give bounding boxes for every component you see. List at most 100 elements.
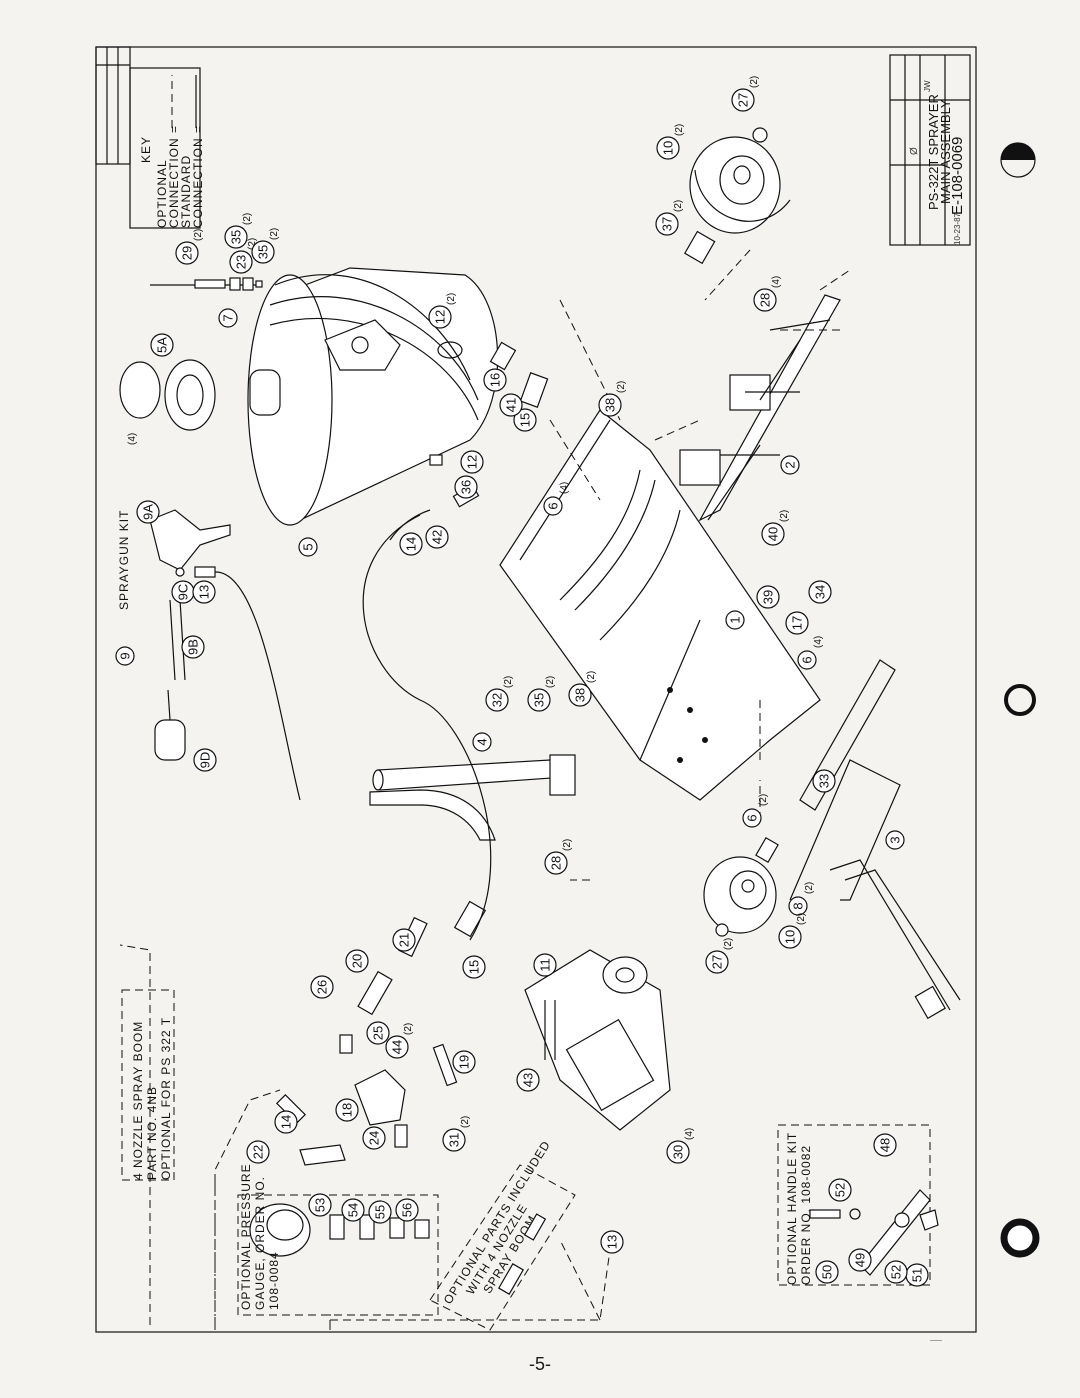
callout-circle [513, 408, 537, 432]
binder-hole-middle [1004, 684, 1036, 716]
callout-circle [385, 1035, 409, 1059]
callout-circle [725, 610, 745, 630]
callout-number: 38 [573, 688, 588, 702]
callout-54: 54 [341, 1198, 365, 1222]
callout-9A: 9A [136, 500, 160, 524]
callout-15: 15 [513, 408, 537, 432]
spraygun-kit-label: SPRAYGUN KIT [117, 510, 131, 610]
callout-circle [516, 1068, 540, 1092]
key-box: KEY OPTIONAL CONNECTION = STANDARD CONNE… [129, 67, 205, 229]
stamp-mark: —— [930, 1338, 942, 1344]
callout-27b: 27(2) [705, 938, 734, 974]
callout-circle [812, 769, 836, 793]
callout-circle [395, 1198, 419, 1222]
pressure-gauge-line-3: 108-0084 [267, 1251, 281, 1310]
callout-circle [527, 688, 551, 712]
key-standard-1: STANDARD [179, 155, 193, 228]
drawn-by: JW [923, 80, 932, 92]
callout-number: 14 [404, 537, 419, 551]
callout-number: 15 [518, 413, 533, 427]
callout-number: 41 [504, 398, 519, 412]
callout-32: 32(2) [485, 676, 514, 712]
callout-27: 27(2) [731, 76, 760, 112]
callout-qty: (2) [804, 882, 815, 894]
callout-qty: (2) [673, 200, 684, 212]
callout-28: 28(4) [753, 276, 782, 312]
key-standard-2: CONNECTION = [191, 125, 205, 228]
callout-circle [224, 225, 248, 249]
callout-number: 28 [758, 293, 773, 307]
callout-3: 3 [885, 830, 905, 850]
callout-39: 39 [756, 585, 780, 609]
callout-circle [472, 732, 492, 752]
pressure-gauge-line-1: OPTIONAL PRESSURE [239, 1163, 253, 1310]
title-block: PS-322T SPRAYER MAIN ASSEMBLY E-108-0069… [889, 54, 971, 246]
callout-10b: 10(2) [778, 913, 807, 949]
callout-qty: (4) [771, 276, 782, 288]
callout-53: 53 [308, 1193, 332, 1217]
callout-qty: (2) [796, 913, 807, 925]
callout-circle [785, 611, 809, 635]
callout-5: 5 [298, 537, 318, 557]
callout-33: 33 [812, 769, 836, 793]
callout-number: 12 [465, 455, 480, 469]
handle-kit-line-1: OPTIONAL HANDLE KIT [785, 1132, 799, 1285]
callout-circle [815, 1260, 839, 1284]
drawing-number: E-108-0069 [949, 137, 966, 215]
callout-qty: (2) [403, 1023, 414, 1035]
callout-circle [192, 580, 216, 604]
callout-qty: (2) [674, 124, 685, 136]
spray-boom-line-2: PART NO. 4NB [145, 1086, 159, 1180]
callout-circle [544, 851, 568, 875]
callout-circle [399, 532, 423, 556]
callout-38: 38(2) [598, 381, 627, 417]
callout-number: 42 [430, 530, 445, 544]
callout-circle [485, 688, 509, 712]
callout-number: 49 [853, 1253, 868, 1267]
callout-number: 52 [889, 1265, 904, 1279]
callout-number: 12 [433, 310, 448, 324]
callout-41: 41 [499, 393, 523, 417]
callout-circle [761, 522, 785, 546]
callout-number: 10 [661, 141, 676, 155]
callout-number: 55 [373, 1205, 388, 1219]
callout-qty: (2) [446, 293, 457, 305]
tank-assembly [119, 267, 549, 526]
callout-number: 16 [488, 373, 503, 387]
callout-circle [246, 1140, 270, 1164]
pressure-gauge-box: OPTIONAL PRESSURE GAUGE, ORDER NO. 108-0… [237, 1163, 439, 1316]
callout-circle [742, 808, 762, 828]
callout-qty: (2) [193, 229, 204, 241]
handle-kit-box: OPTIONAL HANDLE KIT ORDER NO. 108-0082 [777, 1124, 939, 1286]
callout-circle [778, 925, 802, 949]
callout-qty: (2) [749, 76, 760, 88]
binder-hole-bottom [1000, 1218, 1040, 1258]
callout-qty: (4) [559, 482, 570, 494]
callout-number: 21 [397, 933, 412, 947]
callout-circle [345, 949, 369, 973]
callout-number: 39 [761, 590, 776, 604]
callout-number: 50 [820, 1265, 835, 1279]
callout-qty: (4) [813, 636, 824, 648]
callout-circle [366, 1021, 390, 1045]
callout-number: 1 [728, 616, 743, 623]
spraygun-kit [149, 509, 301, 801]
callout-number: 7 [221, 314, 236, 321]
callout-circle [218, 308, 238, 328]
callout-number: 23 [234, 255, 249, 269]
callout-circle [392, 928, 416, 952]
callout-7: 7 [218, 308, 238, 328]
callout-17: 17 [785, 611, 809, 635]
callout-9B: 9B [181, 635, 205, 659]
callout-number: 15 [467, 960, 482, 974]
callout-circle [656, 136, 680, 160]
callout-4: 4 [472, 732, 492, 752]
callout-circle [756, 585, 780, 609]
callout-circle [460, 450, 484, 474]
callout-circle [788, 896, 808, 916]
callout-number: 52 [833, 1183, 848, 1197]
drawing-border [95, 46, 977, 1333]
pressure-gauge-line-2: GAUGE, ORDER NO. [253, 1176, 267, 1310]
callout-circle [335, 1098, 359, 1122]
